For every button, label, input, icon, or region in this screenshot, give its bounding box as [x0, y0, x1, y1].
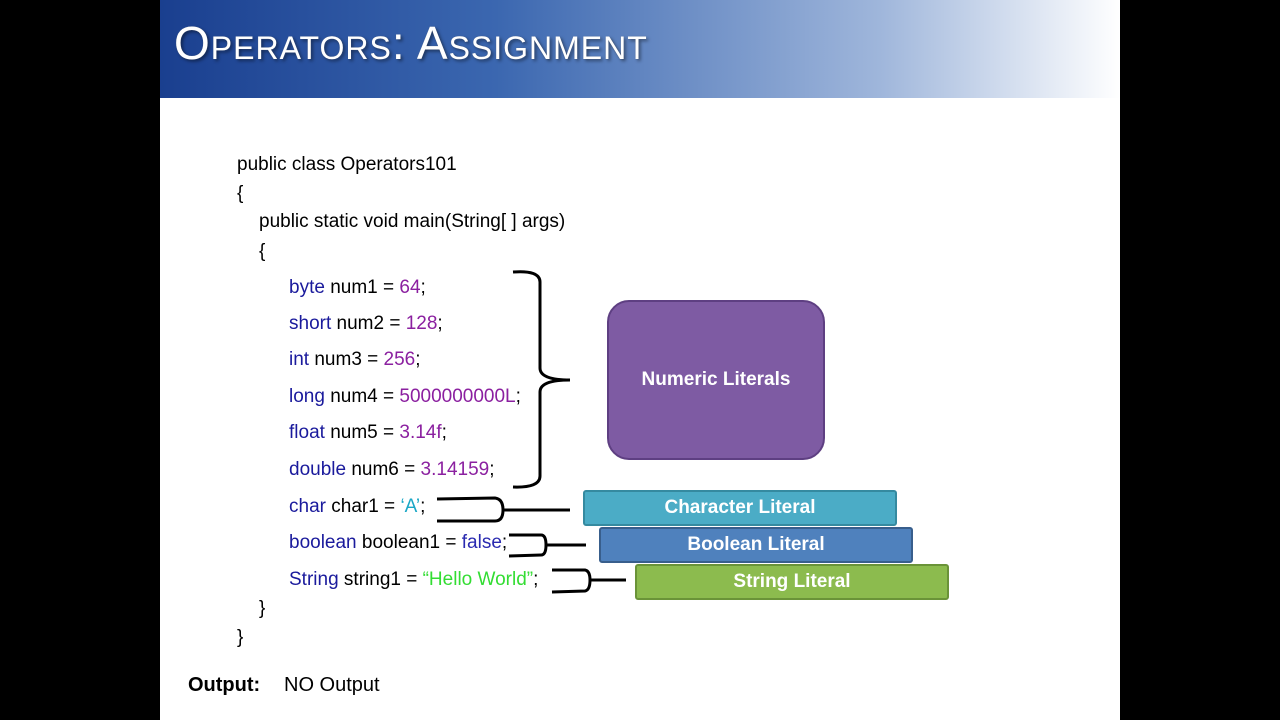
code-statement: float num5 = 3.14f;: [289, 422, 447, 444]
semicolon: ;: [415, 349, 421, 370]
semicolon: ;: [420, 277, 426, 298]
class-close-brace: }: [237, 627, 244, 648]
type-keyword: boolean: [289, 532, 357, 553]
literal-value: ‘A’: [400, 496, 421, 517]
type-keyword: double: [289, 459, 347, 480]
code-statement: byte num1 = 64;: [289, 277, 426, 299]
semicolon: ;: [437, 313, 443, 334]
type-keyword: String: [289, 569, 339, 590]
character-literal-box: Character Literal: [583, 490, 897, 526]
numeric-bracket: [512, 270, 571, 489]
type-keyword: long: [289, 386, 325, 407]
literal-value: 64: [399, 277, 421, 298]
string-literal-box: String Literal: [635, 564, 949, 600]
slide-title: Operators: Assignment: [174, 17, 648, 69]
variable-assignment: num6 =: [346, 459, 421, 480]
method-open-brace: {: [259, 241, 266, 262]
semicolon: ;: [441, 422, 447, 443]
code-statement: int num3 = 256;: [289, 349, 421, 371]
slide: Operators: Assignment public class Opera…: [160, 0, 1120, 720]
literal-value: 3.14159: [420, 459, 490, 480]
variable-assignment: string1 =: [338, 569, 423, 590]
literal-value: 3.14f: [399, 422, 442, 443]
method-close-brace: }: [259, 598, 266, 619]
variable-assignment: num5 =: [324, 422, 400, 443]
literal-value: false: [461, 532, 502, 553]
semicolon: ;: [489, 459, 495, 480]
semicolon: ;: [533, 569, 539, 590]
variable-assignment: char1 =: [325, 496, 401, 517]
code-statement: long num4 = 5000000000L;: [289, 386, 521, 408]
literal-value: 256: [383, 349, 416, 370]
variable-assignment: num1 =: [324, 277, 400, 298]
output-value: NO Output: [284, 674, 380, 696]
literal-value: 5000000000L: [399, 386, 516, 407]
class-open-brace: {: [237, 183, 244, 204]
class-declaration: public class Operators101: [237, 154, 457, 175]
char-bracket: [436, 496, 570, 523]
type-keyword: byte: [289, 277, 325, 298]
variable-assignment: num4 =: [324, 386, 400, 407]
semicolon: ;: [501, 532, 508, 553]
boolean-literal-box: Boolean Literal: [599, 527, 913, 563]
title-banner: Operators: Assignment: [160, 0, 1120, 98]
connector-brackets: [436, 270, 626, 594]
code-statement: double num6 = 3.14159;: [289, 459, 495, 481]
semicolon: ;: [515, 386, 521, 407]
type-keyword: int: [289, 349, 310, 370]
code-statement: String string1 = “Hello World”;: [289, 569, 538, 591]
method-declaration: public static void main(String[ ] args): [259, 211, 566, 232]
boolean-bracket: [508, 533, 586, 558]
type-keyword: float: [289, 422, 325, 443]
literal-value: “Hello World”: [422, 569, 534, 590]
code-statement: short num2 = 128;: [289, 313, 443, 335]
output-label: Output:: [188, 674, 261, 696]
type-keyword: short: [289, 313, 332, 334]
semicolon: ;: [420, 496, 426, 517]
literal-value: 128: [405, 313, 438, 334]
variable-assignment: num2 =: [331, 313, 406, 334]
type-keyword: char: [289, 496, 326, 517]
variable-assignment: num3 =: [309, 349, 384, 370]
code-statement: boolean boolean1 = false;: [289, 532, 507, 554]
code-statement: char char1 = ‘A’;: [289, 496, 425, 518]
variable-assignment: boolean1 =: [356, 532, 462, 553]
numeric-literals-box: Numeric Literals: [607, 300, 825, 460]
string-bracket: [551, 568, 626, 594]
